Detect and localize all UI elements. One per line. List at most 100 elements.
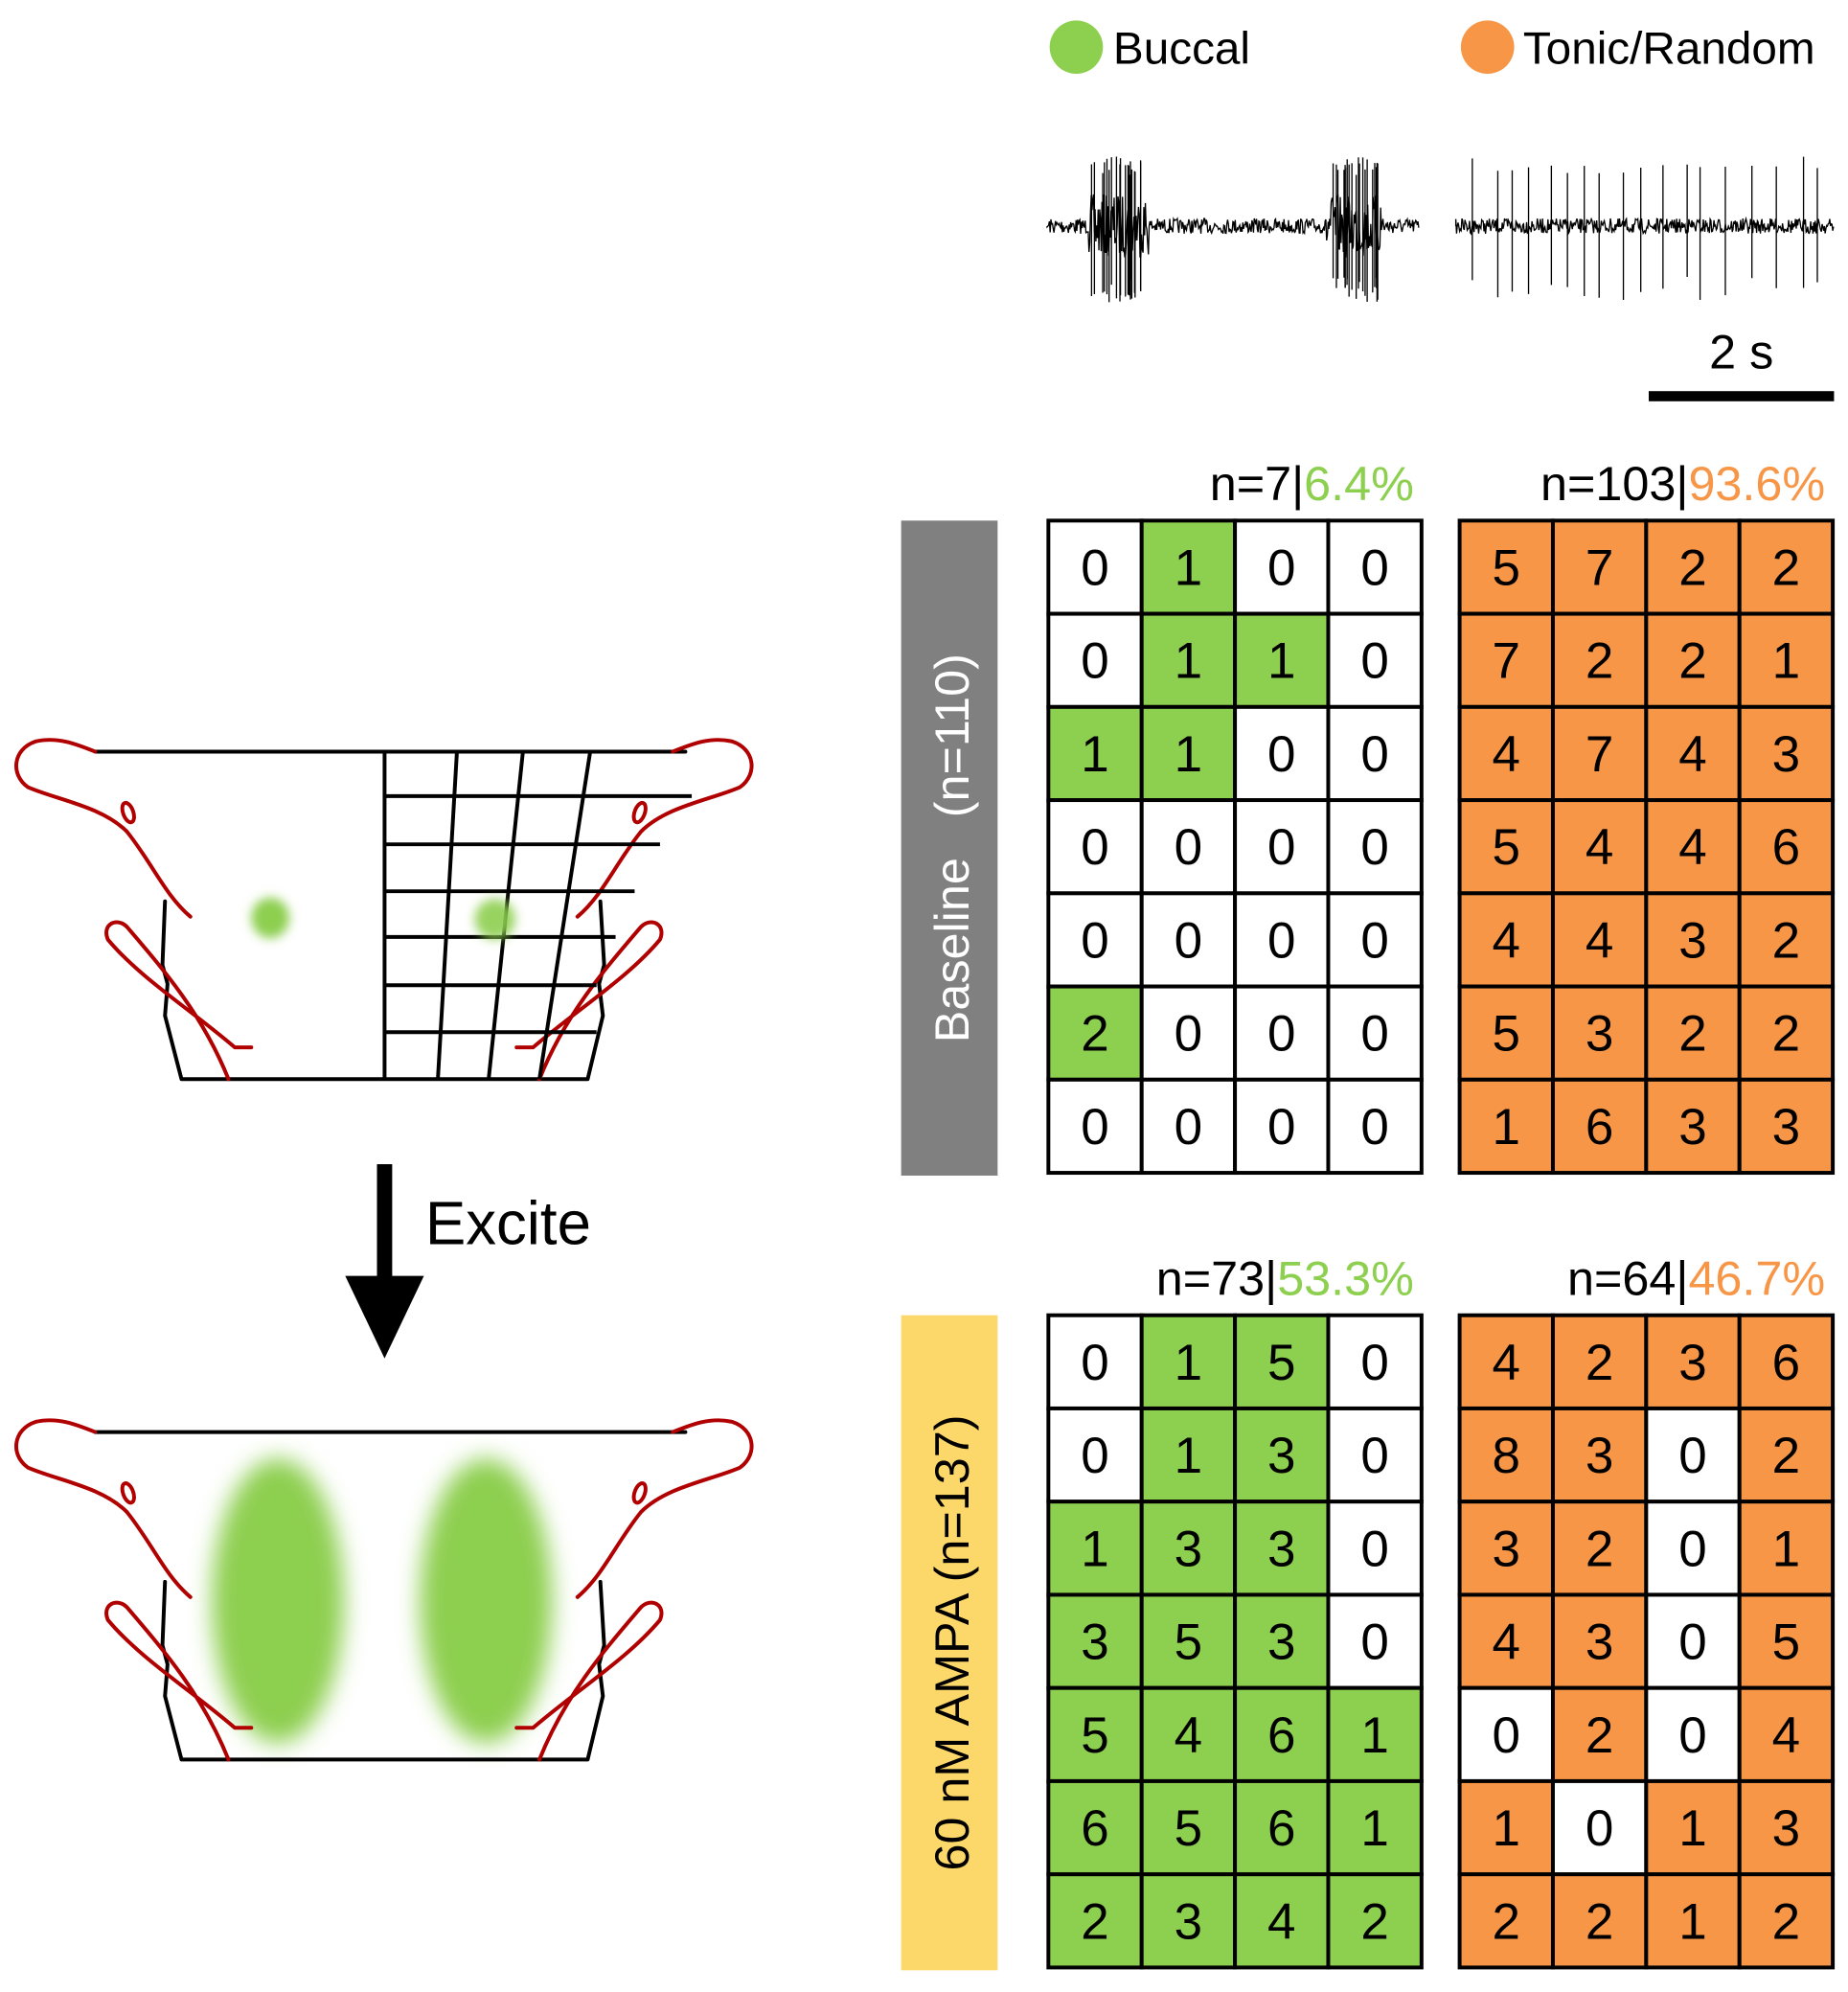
grid-cell (1139, 1500, 1238, 1597)
grid-cell-value: 1 (1493, 1099, 1520, 1156)
grid-cell (1550, 704, 1649, 803)
grid-cell-value: 0 (1360, 726, 1388, 783)
scale-bar-label: 2 s (1709, 324, 1773, 378)
grid-cell-value: 6 (1267, 1800, 1295, 1857)
grid-cell (1139, 518, 1238, 616)
grid-cell (1326, 518, 1424, 616)
grid-cell-value: 3 (1081, 1614, 1108, 1671)
grid-cell-value: 8 (1493, 1428, 1520, 1484)
grid-cell-value: 0 (1267, 726, 1295, 783)
grid-cell-value: 3 (1678, 1099, 1706, 1156)
grid-cell-value: 5 (1493, 1006, 1520, 1063)
grid-cell (1326, 1313, 1424, 1410)
grid-cell-value: 0 (1267, 912, 1295, 969)
grid-cell (1326, 1077, 1424, 1176)
grid-cell-value: 1 (1772, 633, 1800, 690)
grid-cell (1326, 1592, 1424, 1690)
grid-cell-value: 1 (1175, 726, 1202, 783)
excite-label: Excite (425, 1190, 591, 1258)
grid-cell (1326, 1500, 1424, 1597)
grid-cell-value: 3 (1267, 1428, 1295, 1484)
grid-cell (1550, 1872, 1649, 1970)
grid-col-line (436, 751, 459, 1080)
grid-cell-value: 1 (1267, 633, 1295, 690)
grid-cell-value: 3 (1586, 1428, 1613, 1484)
grid-cell-value: 0 (1678, 1707, 1706, 1764)
grid-cell-value: 2 (1081, 1893, 1108, 1950)
grid-cell-value: 1 (1360, 1800, 1388, 1857)
preparation-ampa (13, 1418, 754, 1762)
grid-cell-value: 2 (1678, 633, 1706, 690)
buccal-header: n=73|53.3% (1156, 1251, 1414, 1306)
grid-cell-value: 2 (1586, 633, 1613, 690)
count-text: n=73| (1156, 1251, 1277, 1306)
grid-cell (1457, 611, 1555, 709)
grid-cell (1326, 1406, 1424, 1504)
grid-cell-value: 6 (1081, 1800, 1108, 1857)
grid-cell (1046, 1313, 1144, 1410)
grid-cell (1233, 1778, 1331, 1877)
grid-cell-value: 6 (1586, 1099, 1613, 1156)
percent-text: 6.4% (1304, 456, 1414, 511)
grid-cell-value: 7 (1586, 540, 1613, 597)
grid-cell-value: 1 (1175, 633, 1202, 690)
grid-cell-value: 0 (1360, 1006, 1388, 1063)
grid-cell (1550, 1077, 1649, 1176)
grid-cell-value: 4 (1267, 1893, 1295, 1950)
grid-cell-value: 0 (1360, 1099, 1388, 1156)
grid-cell (1326, 1685, 1424, 1783)
grid-cell (1737, 984, 1836, 1082)
grid-cell-value: 6 (1772, 819, 1800, 876)
grid-cell-value: 0 (1360, 912, 1388, 969)
grid-cell-value: 0 (1081, 1099, 1108, 1156)
grid-cell-value: 1 (1081, 1521, 1108, 1577)
grid-cell-value: 0 (1081, 819, 1108, 876)
grid-cell-value: 0 (1081, 912, 1108, 969)
grid-cell-value: 3 (1678, 1335, 1706, 1391)
grid-cell-value: 0 (1175, 819, 1202, 876)
grid-cell-value: 3 (1175, 1521, 1202, 1577)
grid-cell (1737, 1592, 1836, 1690)
grid-cell (1644, 1077, 1742, 1176)
grid-cell-value: 1 (1175, 1335, 1202, 1391)
grid-cell-value: 4 (1493, 912, 1520, 969)
activity-region-right (420, 1458, 553, 1744)
grid-cell-value: 2 (1586, 1521, 1613, 1577)
grid-cell-value: 0 (1081, 1428, 1108, 1484)
excite-arrow-icon (345, 1164, 424, 1359)
tonic-header: n=103|93.6% (1540, 456, 1825, 511)
grid-cell-value: 1 (1772, 1521, 1800, 1577)
grid-cell (1046, 1406, 1144, 1504)
count-text: n=103| (1540, 456, 1688, 511)
grid-cell (1644, 611, 1742, 709)
grid-cell-value: 2 (1772, 1006, 1800, 1063)
scale-bar (1648, 391, 1835, 401)
grid-cell-value: 4 (1586, 912, 1613, 969)
grid-cell-value: 6 (1772, 1335, 1800, 1391)
grid-cell-value: 5 (1772, 1614, 1800, 1671)
grid-cell-value: 5 (1175, 1614, 1202, 1671)
grid-cell-value: 1 (1678, 1893, 1706, 1950)
grid-cell-value: 4 (1678, 726, 1706, 783)
grid-cell (1737, 1313, 1836, 1410)
grid-cell-value: 0 (1081, 1335, 1108, 1391)
grid-cell-value: 4 (1678, 819, 1706, 876)
grid-cell-value: 3 (1772, 726, 1800, 783)
condition-label-bar (901, 520, 998, 1176)
grid-cell-value: 0 (1678, 1614, 1706, 1671)
grid-cell-value: 0 (1360, 633, 1388, 690)
grid-cell (1046, 1778, 1144, 1877)
grid-cell-value: 1 (1493, 1800, 1520, 1857)
grid-cell (1457, 1872, 1555, 1970)
recording-grid (384, 751, 693, 1080)
grid-cell-value: 3 (1772, 1099, 1800, 1156)
grid-cell (1046, 891, 1144, 989)
grid-cell (1550, 798, 1649, 896)
grid-cell (1233, 1872, 1331, 1970)
grid-cell-value: 3 (1586, 1614, 1613, 1671)
grid-cell-value: 1 (1081, 726, 1108, 783)
